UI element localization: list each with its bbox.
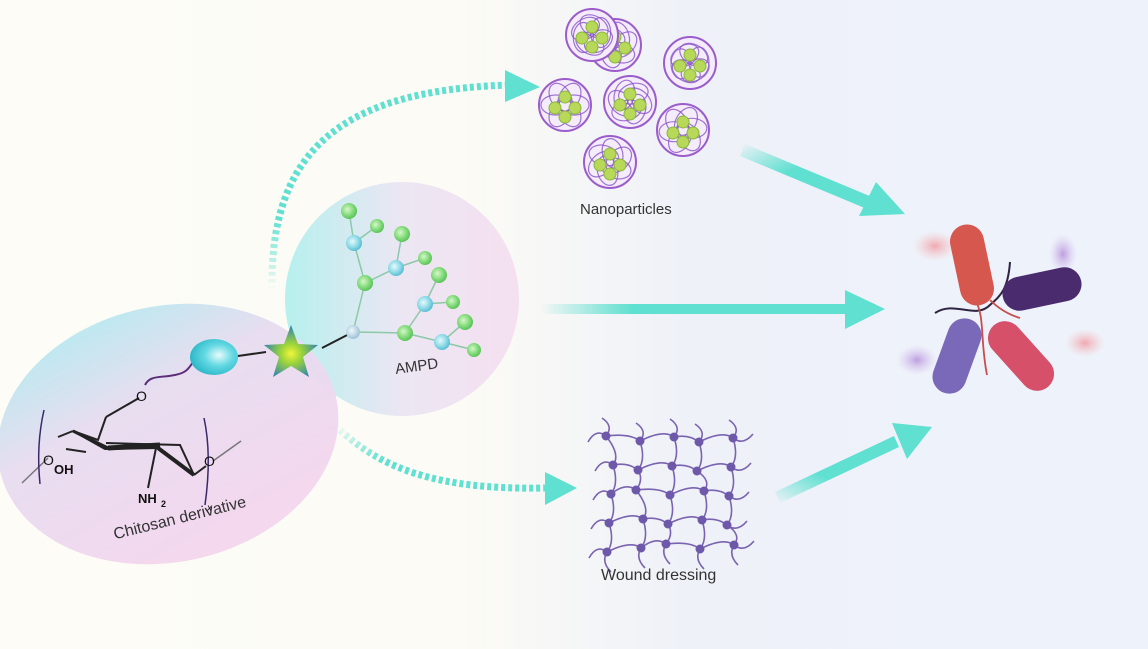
oxygen-label-left: O: [43, 452, 54, 468]
nanoparticle: [656, 103, 710, 157]
oxygen-label-top: O: [136, 388, 147, 404]
nanoparticles-label: Nanoparticles: [580, 201, 672, 218]
mesh-node: [663, 519, 673, 529]
dashed-arrow-to-nanoparticles: [268, 70, 540, 291]
mesh-node: [728, 433, 738, 443]
dendrimer-nodes: [341, 203, 481, 357]
arrow-wound-dressing-to-bacteria: [775, 423, 932, 503]
hydroxyl-label: OH: [54, 462, 74, 477]
star-icon: [264, 325, 318, 377]
mesh-node: [601, 431, 611, 441]
arrow-nanoparticles-to-bacteria: [740, 144, 905, 216]
mesh-node: [692, 466, 702, 476]
nanoparticles-cluster: [538, 8, 717, 189]
mesh-node: [636, 543, 646, 553]
chitosan-bubble: [0, 303, 339, 565]
nanoparticle: [663, 36, 717, 90]
mesh-node: [606, 489, 616, 499]
mesh-node: [604, 518, 614, 528]
mesh-node: [726, 462, 736, 472]
linker-oval: [190, 339, 238, 375]
mesh-node: [729, 540, 739, 550]
wound-dressing-mesh: [587, 417, 755, 573]
chitosan-ring: [57, 397, 207, 489]
nanoparticle: [583, 135, 637, 189]
mesh-node: [695, 544, 705, 554]
dashed-arrow-to-wound-dressing: [332, 422, 577, 505]
ampd-bubble: [285, 182, 519, 416]
arrow-ampd-to-bacteria: [540, 290, 885, 329]
bacteria-cluster: [897, 224, 1105, 394]
mesh-node: [699, 486, 709, 496]
mesh-node: [633, 465, 643, 475]
chitosan-group: O O O OH NH 2 x: [0, 303, 339, 565]
nanoparticle: [603, 75, 657, 129]
mesh-node: [635, 436, 645, 446]
mesh-node: [602, 547, 612, 557]
mesh-node: [608, 460, 618, 470]
amine-label: NH: [138, 491, 157, 506]
bacterium-red: [950, 224, 994, 306]
mesh-node: [665, 490, 675, 500]
mesh-node: [631, 485, 641, 495]
repeat-index: x: [206, 503, 213, 514]
bacterium-purple: [932, 318, 982, 394]
bacterium-dark-purple: [1002, 267, 1082, 311]
repeat-brackets: [37, 409, 209, 506]
mesh-node: [697, 515, 707, 525]
mesh-node: [669, 432, 679, 442]
mesh-node: [722, 520, 732, 530]
mesh-node: [724, 491, 734, 501]
mesh-node: [638, 514, 648, 524]
ampd-group: [285, 182, 519, 416]
mesh-node: [694, 437, 704, 447]
mesh-node: [667, 461, 677, 471]
nanoparticle: [538, 78, 592, 132]
oxygen-label-right: O: [204, 453, 215, 469]
nanoparticle: [565, 8, 619, 62]
wound-dressing-label: Wound dressing: [601, 567, 717, 584]
amine-subscript: 2: [161, 499, 166, 509]
bacterium-pink: [987, 321, 1055, 391]
mesh-node: [661, 539, 671, 549]
